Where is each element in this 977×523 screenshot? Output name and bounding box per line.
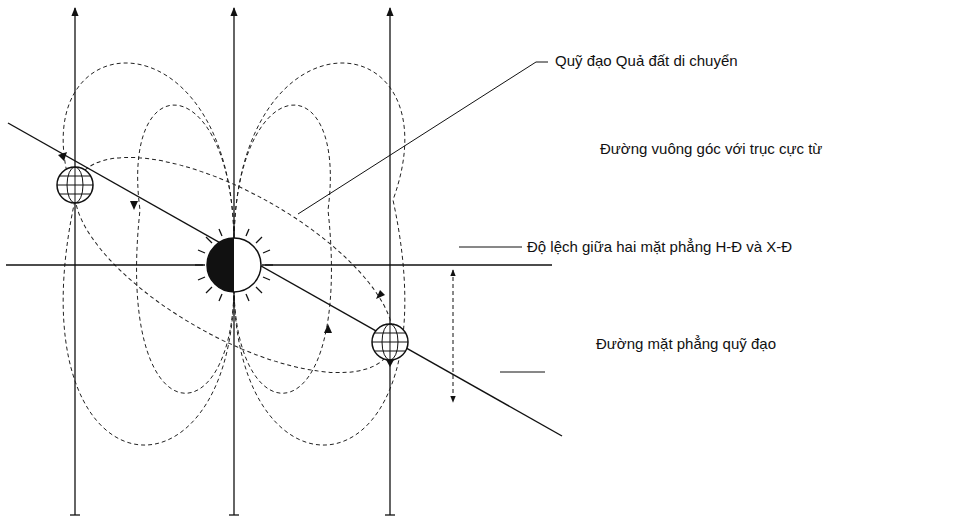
earth-globe [372,324,408,360]
deviation-label: Độ lệch giữa hai mặt phẳng H-Đ và X-Đ [525,238,794,256]
perpendicular-label: Đường vuông góc với trục cực từ [598,140,824,158]
plane-lines [6,123,562,436]
leader-lines [298,62,548,372]
field-lines [63,63,405,445]
deviation-arrow [453,270,454,402]
earth-globe [57,167,93,203]
sun-symbol [195,226,273,304]
orbit-label: Quỹ đạo Quả đất di chuyển [553,52,740,70]
vertical-axes [70,8,395,515]
orbital-plane-label: Đường mặt phẳng quỹ đạo [594,335,778,353]
